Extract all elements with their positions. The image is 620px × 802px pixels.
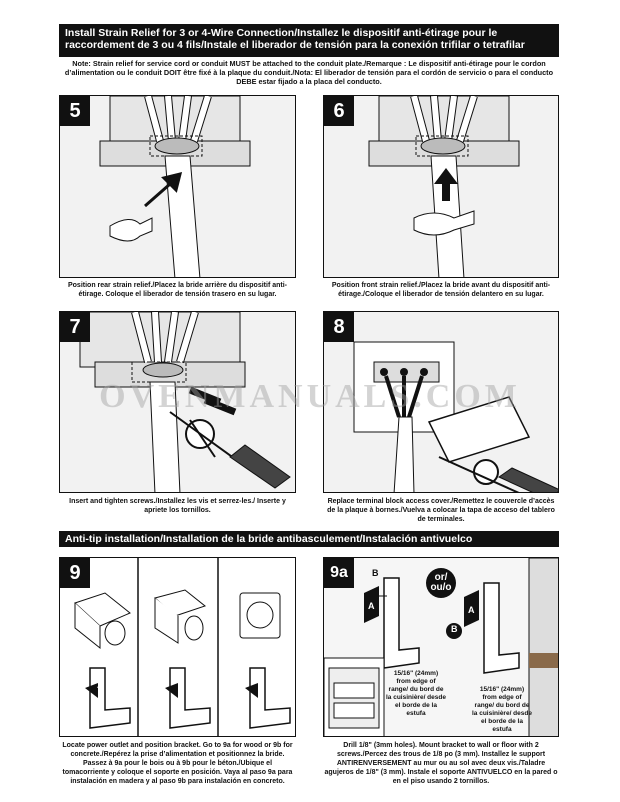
section-title-anti-tip: Anti-tip installation/Installation de la… bbox=[59, 531, 559, 547]
step-9a-label-b2: B bbox=[451, 624, 458, 634]
watermark-text: OVENMANUALS.COM bbox=[99, 378, 521, 415]
step-5-panel: 5 bbox=[59, 95, 296, 278]
step-9-number: 9 bbox=[60, 558, 90, 588]
note-text: Note: Strain relief for service cord or … bbox=[64, 59, 554, 86]
dimension-label-2: 15/16" (24mm) from edge of range/ du bor… bbox=[472, 686, 532, 733]
step-9-panel: 9 A bbox=[59, 557, 296, 737]
step-8-number: 8 bbox=[324, 312, 354, 342]
step-9-label-a: A bbox=[97, 680, 105, 691]
or-label: or/ ou/o bbox=[426, 568, 456, 598]
step-8-illustration bbox=[324, 312, 558, 492]
step-9a-caption: Drill 1/8" (3mm holes). Mount bracket to… bbox=[324, 742, 558, 785]
step-8-caption: Replace terminal block access cover./Rem… bbox=[327, 498, 555, 523]
step-9-caption: Locate power outlet and position bracket… bbox=[62, 742, 293, 785]
step-7-number: 7 bbox=[60, 312, 90, 342]
step-6-panel: 6 bbox=[323, 95, 559, 278]
step-9a-label-b1: B bbox=[372, 568, 379, 578]
step-7-illustration bbox=[60, 312, 295, 492]
step-6-illustration bbox=[324, 96, 558, 277]
step-8-panel: 8 bbox=[323, 311, 559, 493]
step-5-number: 5 bbox=[60, 96, 90, 126]
step-9a-number: 9a bbox=[324, 558, 354, 588]
dimension-label-1: 15/16" (24mm) from edge of range/ du bor… bbox=[386, 670, 446, 717]
step-9a-panel: 9a or/ ou/o A A B B 15/16" (24mm) from e… bbox=[323, 557, 559, 737]
step-9a-label-a1: A bbox=[368, 601, 375, 611]
step-5-caption: Position rear strain relief./Placez la b… bbox=[67, 282, 287, 298]
step-7-panel: 7 bbox=[59, 311, 296, 493]
step-9a-label-a2: A bbox=[468, 605, 475, 615]
step-6-caption: Position front strain relief./Placez la … bbox=[331, 282, 551, 298]
step-5-illustration bbox=[60, 96, 295, 277]
step-6-number: 6 bbox=[324, 96, 354, 126]
step-9-illustration bbox=[60, 558, 295, 736]
step-7-caption: Insert and tighten screws./Installez les… bbox=[69, 498, 286, 514]
section-title-strain-relief: Install Strain Relief for 3 or 4-Wire Co… bbox=[59, 24, 559, 57]
